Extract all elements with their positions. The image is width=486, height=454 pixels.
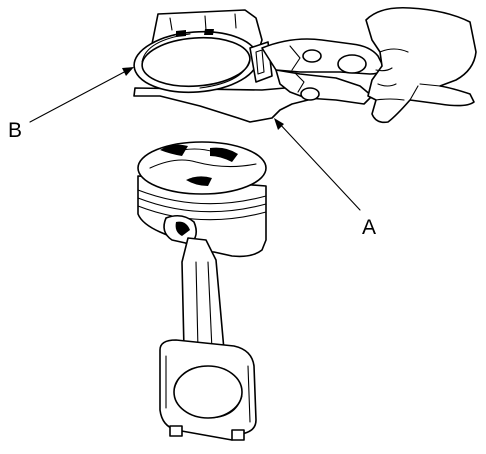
pliers-upper-handle <box>261 38 385 75</box>
piston-ring <box>133 29 259 94</box>
callout-A: A <box>274 118 376 239</box>
piston-assembly <box>137 141 267 441</box>
leader-line-A <box>277 121 361 211</box>
tool-back-plate-detail <box>169 13 237 31</box>
hand-outline <box>365 6 477 124</box>
callout-B: B <box>8 67 134 142</box>
callout-label-A: A <box>362 216 376 239</box>
ring-expander-tool <box>133 9 385 123</box>
crankpin-bore <box>173 365 243 419</box>
arrowhead-B <box>122 67 134 76</box>
hand <box>365 6 477 124</box>
pliers-pivot <box>337 54 367 74</box>
arrowhead-A <box>274 118 284 130</box>
leader-line-B <box>29 69 129 123</box>
callout-label-B: B <box>8 119 22 142</box>
tool-lower-plate <box>133 85 313 123</box>
